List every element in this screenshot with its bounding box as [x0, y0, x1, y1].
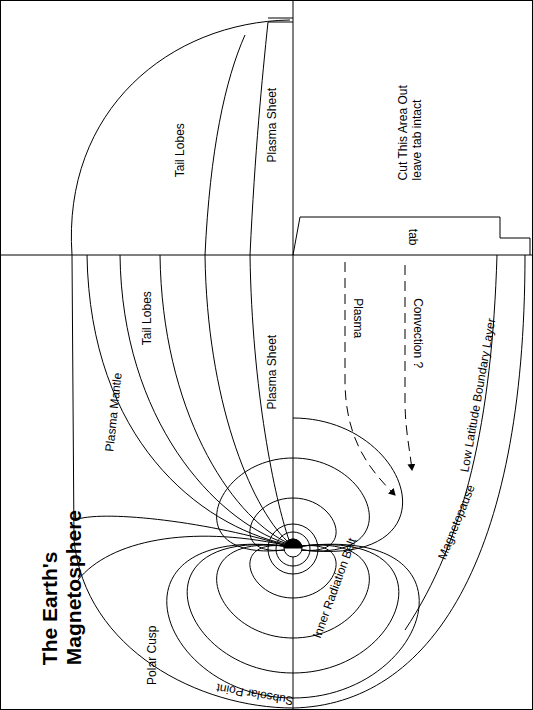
- field-line: [187, 545, 293, 673]
- earth: [284, 539, 302, 557]
- magnetopause: [293, 255, 525, 708]
- field-line: [167, 544, 293, 698]
- field-line: [160, 255, 286, 542]
- boundary-layer-line: [405, 255, 497, 630]
- radiation-belt: [276, 532, 310, 566]
- region-label: Cut This Area Out leave tab intact: [396, 70, 425, 180]
- region-label: Tail Lobes: [173, 123, 187, 177]
- fold-line: [0, 255, 533, 256]
- region-label: Polar Cusp: [145, 626, 159, 685]
- region-label: Magnetopause: [435, 483, 478, 562]
- region-label: Subsolar Point: [215, 680, 294, 708]
- region-label: Plasma Sheet: [265, 335, 279, 410]
- radiation-belt: [268, 524, 318, 574]
- region-label: Low Latitude Boundary Layer: [457, 317, 498, 473]
- region-label: Plasma Mantle: [102, 372, 125, 452]
- cusp-field-line: [78, 536, 284, 580]
- field-line: [217, 545, 293, 638]
- field-line-mirror: [293, 458, 419, 698]
- magnetopause: [72, 255, 293, 708]
- convection-arrow: [345, 262, 395, 495]
- region-label: tab: [405, 229, 419, 246]
- tail-magnetopause: [71, 20, 290, 255]
- field-line: [87, 255, 285, 544]
- earth-night-side: [284, 539, 302, 548]
- region-label: Plasma: [351, 298, 365, 338]
- tab-outline: [293, 217, 530, 255]
- diagram-title: The Earth's Magnetosphere: [38, 505, 86, 665]
- field-line: [293, 418, 403, 551]
- region-label: Plasma Sheet: [265, 88, 279, 163]
- tail-lobe-boundary: [205, 35, 245, 255]
- region-label: Tail Lobes: [140, 291, 154, 345]
- field-line: [250, 255, 289, 540]
- fold-line: [293, 0, 294, 710]
- region-label: Convection ?: [411, 298, 425, 368]
- convection-arrow: [405, 265, 412, 470]
- field-line: [205, 255, 287, 541]
